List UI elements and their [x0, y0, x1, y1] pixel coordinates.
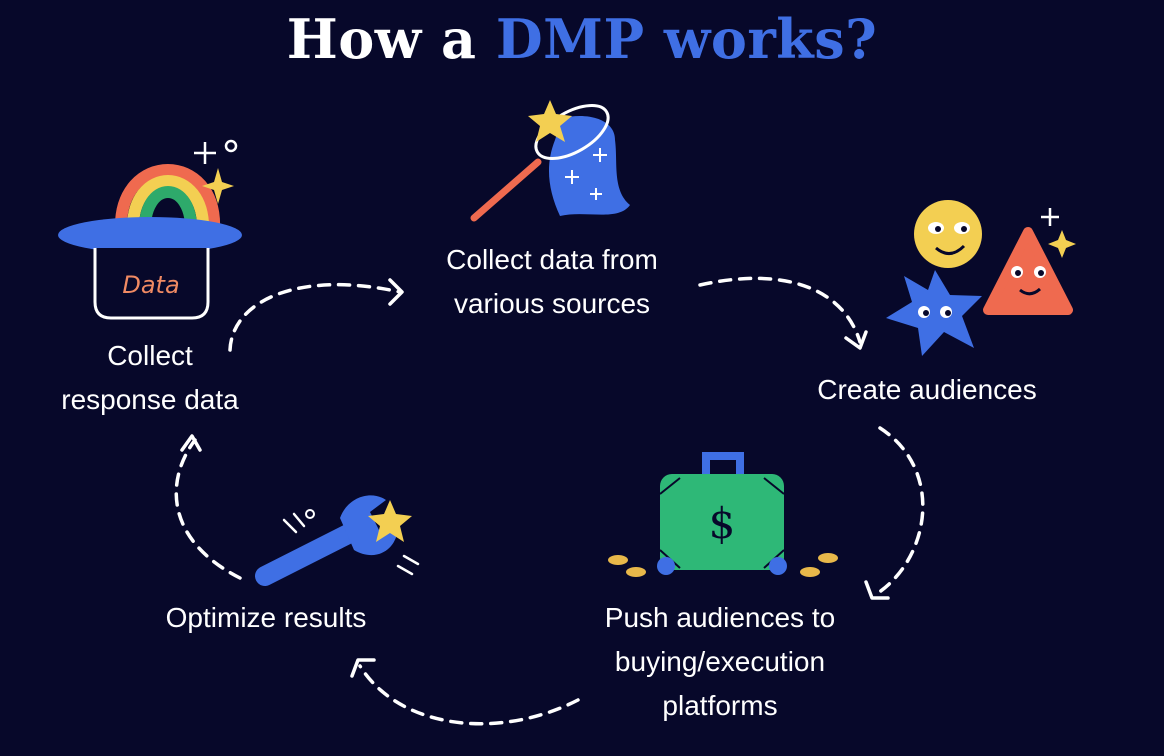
- title-highlight: DMP works?: [495, 7, 878, 71]
- arrow-3: [873, 426, 925, 597]
- arrow-4: [358, 664, 580, 726]
- page-title: How a DMP works?: [0, 6, 1164, 72]
- flow-arrows: [174, 276, 925, 726]
- wrench-star-icon: [255, 495, 420, 586]
- arrow-heads: [180, 278, 890, 678]
- arrow-2: [698, 276, 862, 344]
- step-optimize-results-label: Optimize results: [165, 602, 367, 633]
- step-create-audiences-label: Create audiences: [817, 374, 1037, 405]
- arrow-1: [228, 283, 402, 352]
- dollar-sign-icon: $: [709, 499, 736, 548]
- arrow-5: [174, 438, 242, 580]
- butterfly-net-icon: [470, 100, 630, 222]
- magic-hat-icon: Data: [58, 139, 242, 320]
- money-suitcase-icon: $: [608, 452, 838, 577]
- sparkle-icon: [202, 168, 234, 204]
- sparkle-outline-icon: [194, 142, 216, 164]
- audience-characters-icon: [886, 200, 1076, 356]
- hat-label: Data: [122, 271, 179, 299]
- title-lead: How a: [286, 7, 496, 71]
